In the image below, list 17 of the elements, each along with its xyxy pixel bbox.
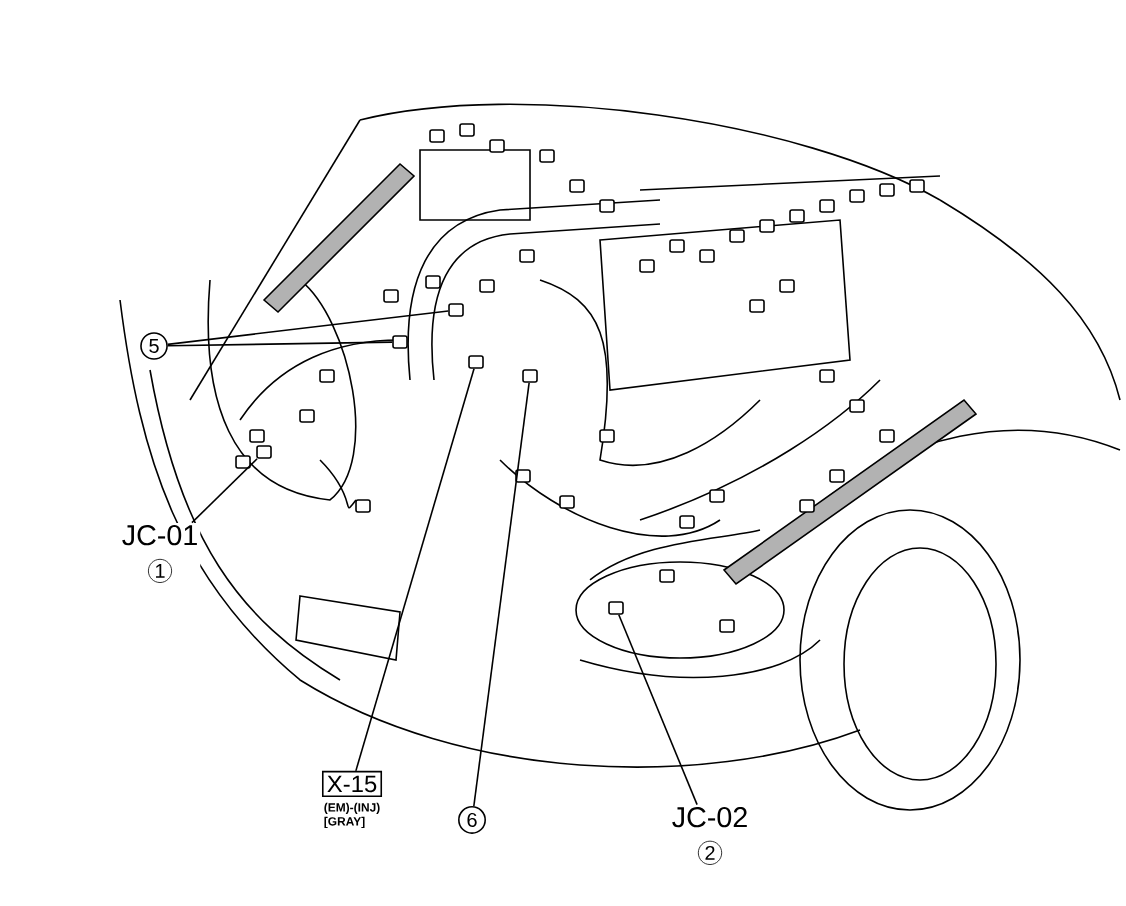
connector-code: X-15: [322, 770, 383, 798]
connector: [468, 355, 484, 369]
leader-line: [166, 310, 449, 346]
callout-number: 6: [458, 806, 486, 834]
callout-label: JC-01 1: [119, 523, 201, 585]
connector: [256, 445, 272, 459]
leader-line: [355, 368, 475, 772]
connector: [522, 369, 538, 383]
connector: [448, 303, 464, 317]
callout-label: JC-02 2: [669, 805, 751, 867]
leader-line: [191, 458, 258, 524]
callout-number: 5: [140, 332, 168, 360]
leader-line: [473, 382, 530, 807]
connector: [608, 601, 624, 615]
leader-line: [167, 341, 393, 347]
connector: [392, 335, 408, 349]
leader-line: [618, 614, 698, 806]
